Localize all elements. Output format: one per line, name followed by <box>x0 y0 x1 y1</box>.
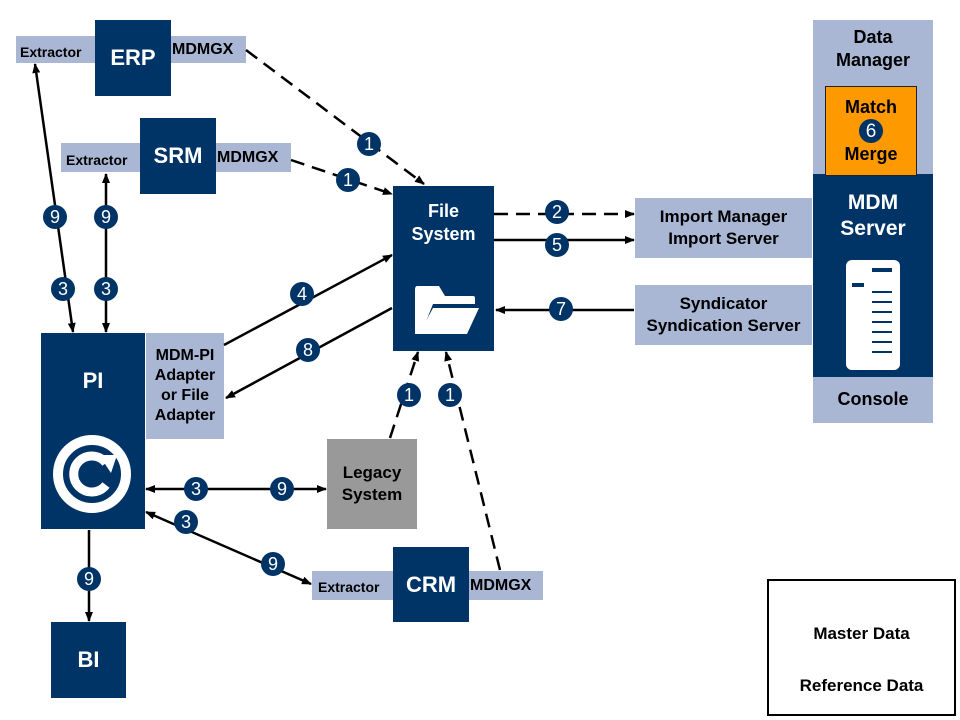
mdm-server-label-2: Server <box>840 217 906 240</box>
erp-system-box[interactable]: ERP <box>95 20 171 96</box>
syndicator-label-1: Syndicator <box>679 294 768 313</box>
pi-box[interactable]: PI <box>41 333 145 529</box>
adapter-label-1: MDM-PI <box>155 347 215 364</box>
legend-reference-label: Reference Data <box>799 676 924 695</box>
legacy-system-box[interactable]: Legacy System <box>327 439 417 529</box>
refresh-cycle-icon <box>53 435 131 513</box>
mdm-server-label: MDM Server <box>813 190 933 242</box>
erp-label: ERP <box>110 45 156 70</box>
file-system-label-2: System <box>411 224 476 244</box>
step-badge-9-bi: 9 <box>77 567 101 591</box>
match-label: Match <box>844 97 897 117</box>
step-badge-7: 7 <box>549 297 573 321</box>
crm-label: CRM <box>405 571 457 597</box>
file-system-label-1: File <box>427 201 459 221</box>
import-label-2: Import Server <box>668 229 779 248</box>
srm-extractor-label: Extractor <box>66 152 128 168</box>
file-system-box[interactable]: File System <box>393 186 494 351</box>
folder-icon <box>415 286 479 334</box>
crm-system-box[interactable]: CRM <box>393 547 469 622</box>
adapter-label-2: Adapter <box>154 367 216 384</box>
syndicator-label-2: Syndication Server <box>646 316 801 335</box>
erp-mdmgx-label: MDMGX <box>172 41 234 58</box>
step-badge-3-erp: 3 <box>51 277 75 301</box>
merge-label: Merge <box>844 144 898 164</box>
legacy-label-2: System <box>341 485 403 504</box>
crm-mdmgx-label: MDMGX <box>470 577 532 594</box>
mdm-server-label-1: MDM <box>847 191 899 214</box>
step-badge-9-srm: 9 <box>94 205 118 229</box>
step-badge-1-srm: 1 <box>336 168 360 192</box>
syndicator-box[interactable]: Syndicator Syndication Server <box>635 285 812 345</box>
step-badge-1-erp: 1 <box>357 132 381 156</box>
step-badge-9-legacy: 9 <box>270 477 294 501</box>
data-manager-label-1: Data <box>853 27 893 47</box>
legend-master-label: Master Data <box>813 624 910 643</box>
step-badge-9-erp: 9 <box>43 205 67 229</box>
srm-mdmgx-label: MDMGX <box>217 149 279 166</box>
step-badge-1-legacy: 1 <box>397 383 421 407</box>
erp-extractor-label: Extractor <box>20 44 82 60</box>
srm-system-box[interactable]: SRM <box>140 118 216 194</box>
adapter-label-4: Adapter <box>154 407 216 424</box>
step-badge-9-crm: 9 <box>261 552 285 576</box>
step-badge-1-crm: 1 <box>438 383 462 407</box>
step-badge-3-crm: 3 <box>174 510 198 534</box>
srm-label: SRM <box>153 143 203 168</box>
crm-extractor-label: Extractor <box>318 579 380 595</box>
step-badge-4: 4 <box>290 282 314 306</box>
pi-label: PI <box>82 368 104 393</box>
arrow-pi-crm <box>145 510 312 586</box>
pi-adapter-box[interactable]: MDM-PI Adapter or File Adapter <box>146 333 224 439</box>
data-manager-label: Data Manager <box>813 26 933 72</box>
bi-label: BI <box>77 647 100 672</box>
step-badge-3-srm: 3 <box>94 277 118 301</box>
match-merge-box[interactable]: Match 6 Merge <box>825 86 917 176</box>
console-label[interactable]: Console <box>837 389 909 409</box>
legacy-label-1: Legacy <box>342 463 402 482</box>
server-icon <box>846 260 900 370</box>
step-badge-2: 2 <box>545 200 569 224</box>
import-manager-box[interactable]: Import Manager Import Server <box>635 198 812 258</box>
step-badge-3-legacy: 3 <box>184 477 208 501</box>
import-label-1: Import Manager <box>659 207 788 226</box>
data-manager-label-2: Manager <box>835 50 911 70</box>
legend-box <box>767 579 956 716</box>
step-badge-6: 6 <box>859 119 883 143</box>
step-badge-8: 8 <box>296 338 320 362</box>
step-badge-5: 5 <box>545 233 569 257</box>
adapter-label-3: or File <box>160 387 209 404</box>
bi-box[interactable]: BI <box>51 622 126 698</box>
